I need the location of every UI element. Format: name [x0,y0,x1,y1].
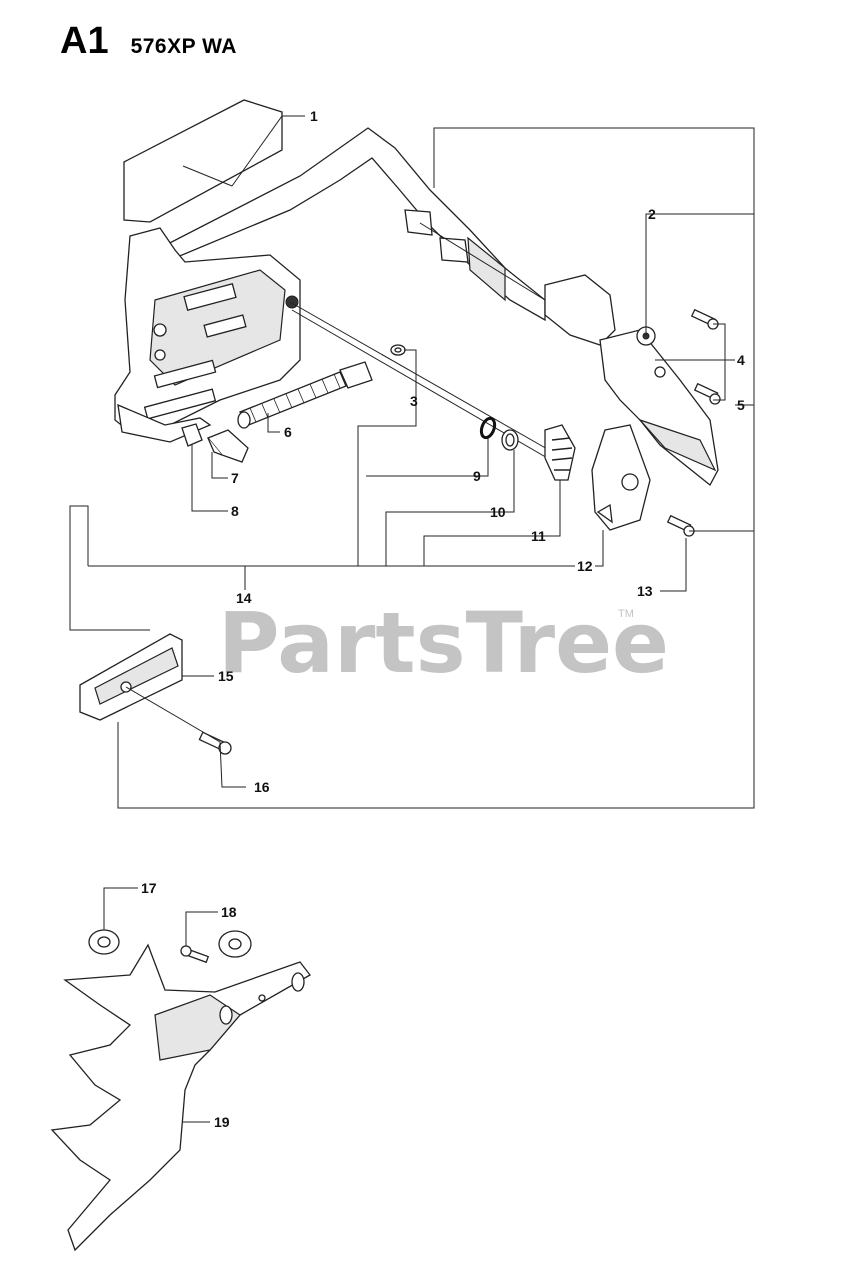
callout-12: 12 [577,558,593,574]
part-11-adjuster-gear[interactable] [544,424,576,481]
callout-9: 9 [473,468,481,484]
part-4-screw-upper[interactable] [690,308,719,330]
callout-15: 15 [218,668,234,684]
callout-7: 7 [231,470,239,486]
part-12-side-plate[interactable] [591,424,651,531]
brake-rod[interactable] [289,301,571,471]
callout-4: 4 [737,352,745,368]
callout-5: 5 [737,397,745,413]
callout-1: 1 [310,108,318,124]
part-9-o-ring[interactable] [479,416,497,440]
model-name: 576XP WA [130,35,237,58]
part-8-block[interactable] [181,423,203,447]
callout-16: 16 [254,779,270,795]
section-id: A1 [60,20,109,62]
leader-lines [69,115,755,1123]
callout-14: 14 [236,590,252,606]
part-2-brake-lever[interactable] [544,274,719,486]
part-15-guide-plate[interactable] [79,633,183,721]
callout-11: 11 [531,528,546,544]
page-header: A1 576XP WA [60,20,237,63]
part-16-screw[interactable] [198,731,232,755]
watermark-trademark: TM [618,608,634,620]
callout-19: 19 [214,1114,230,1130]
part-3-washer[interactable] [390,344,406,356]
part-18-screw[interactable] [180,945,210,964]
part-17-nut-second[interactable] [218,930,252,958]
callout-17: 17 [141,880,157,896]
part-6-tensioning-screw[interactable] [237,361,373,429]
part-13-screw[interactable] [666,514,695,537]
callout-18: 18 [221,904,237,920]
part-10-washer[interactable] [501,429,519,451]
part-1-decal[interactable] [123,99,283,223]
callout-10: 10 [490,504,506,520]
part-4-screw-lower[interactable] [693,382,721,405]
callout-2: 2 [648,206,656,222]
callout-labels: 1 2 3 4 5 6 7 8 9 10 11 12 13 14 15 16 1… [141,108,745,1130]
callout-8: 8 [231,503,239,519]
callout-3: 3 [410,393,418,409]
callout-13: 13 [637,583,653,599]
part-7-tension-nut[interactable] [206,429,249,463]
chain-brake-cover[interactable] [114,127,546,443]
watermark-brand: PartsTree [218,594,669,692]
part-19-bumper-spike[interactable] [50,943,311,1252]
part-17-nut[interactable] [88,929,120,955]
callout-6: 6 [284,424,292,440]
